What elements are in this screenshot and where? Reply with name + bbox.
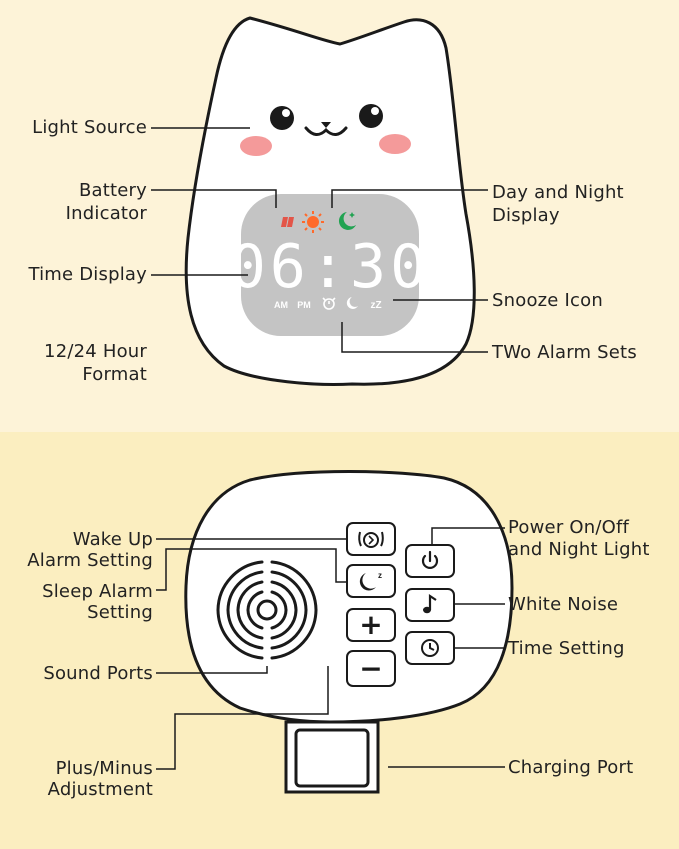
label-sleep-alarm-line1: Sleep Alarm bbox=[42, 581, 153, 602]
cat-eyes bbox=[270, 104, 383, 130]
am-indicator: AM bbox=[274, 300, 288, 310]
charging-port-inner bbox=[294, 728, 370, 788]
label-light-source: Light Source bbox=[32, 117, 147, 138]
sleep-alarm-button[interactable]: z bbox=[346, 564, 396, 598]
top-leader-lines bbox=[151, 127, 488, 353]
plus-button-label: + bbox=[359, 608, 382, 641]
label-plus-minus-line2: Adjustment bbox=[47, 779, 153, 800]
power-icon bbox=[421, 550, 439, 569]
wake-up-alarm-button[interactable] bbox=[346, 522, 396, 556]
label-white-noise: White Noise bbox=[508, 594, 619, 615]
battery-icon bbox=[281, 217, 294, 227]
cat-nose bbox=[321, 122, 331, 128]
clock-back: z + − bbox=[184, 470, 514, 794]
music-note-icon bbox=[423, 593, 437, 614]
label-two-alarm-sets: TWo Alarm Sets bbox=[492, 342, 637, 363]
snooze-icon: zZ bbox=[370, 300, 381, 311]
label-sound-ports: Sound Ports bbox=[43, 663, 153, 684]
clock-screen bbox=[241, 194, 419, 336]
white-noise-button[interactable] bbox=[405, 588, 455, 622]
sleep-alarm-icon bbox=[359, 573, 376, 591]
minus-button[interactable]: − bbox=[346, 650, 396, 687]
cat-mouth bbox=[304, 126, 348, 136]
label-wake-up-line2: Alarm Setting bbox=[27, 550, 153, 571]
label-time-display: Time Display bbox=[28, 264, 147, 285]
label-battery-line1: Battery bbox=[78, 180, 147, 201]
moon-icon bbox=[338, 212, 356, 230]
label-plus-minus-line1: Plus/Minus bbox=[55, 758, 153, 779]
cat-clock: 06:30 AM PM zZ bbox=[184, 16, 476, 386]
pm-indicator: PM bbox=[297, 300, 311, 310]
label-hour-format-line1: 12/24 Hour bbox=[44, 341, 147, 362]
label-charging-port: Charging Port bbox=[508, 757, 634, 778]
sleep-alarm-zz: z bbox=[378, 571, 382, 580]
plus-button[interactable]: + bbox=[346, 608, 396, 642]
time-setting-button[interactable] bbox=[405, 631, 455, 665]
sun-icon bbox=[302, 211, 324, 233]
label-sleep-alarm-line2: Setting bbox=[87, 602, 153, 623]
label-snooze-icon: Snooze Icon bbox=[492, 290, 603, 311]
label-power-line2: and Night Light bbox=[508, 539, 650, 560]
display-moon-indicator bbox=[346, 297, 358, 309]
wake-up-alarm-icon bbox=[358, 531, 384, 548]
minus-button-label: − bbox=[359, 652, 382, 685]
label-power-line1: Power On/Off bbox=[508, 517, 630, 538]
label-time-setting: Time Setting bbox=[508, 638, 625, 659]
clock-icon bbox=[421, 639, 439, 657]
cat-cheek-left bbox=[240, 136, 272, 156]
label-battery-line2: Indicator bbox=[65, 203, 147, 224]
speaker-grille-icon bbox=[216, 560, 318, 660]
label-day-night-line2: Display bbox=[492, 205, 560, 226]
cat-cheek-right bbox=[379, 134, 411, 154]
clock-time-digits: 06:30 bbox=[230, 232, 431, 302]
bottom-leader-lines bbox=[156, 527, 505, 770]
label-hour-format-line2: Format bbox=[82, 364, 147, 385]
label-day-night-line1: Day and Night bbox=[492, 182, 624, 203]
label-wake-up-line1: Wake Up bbox=[72, 529, 153, 550]
alarm-icon bbox=[322, 297, 336, 310]
power-button[interactable] bbox=[405, 544, 455, 578]
